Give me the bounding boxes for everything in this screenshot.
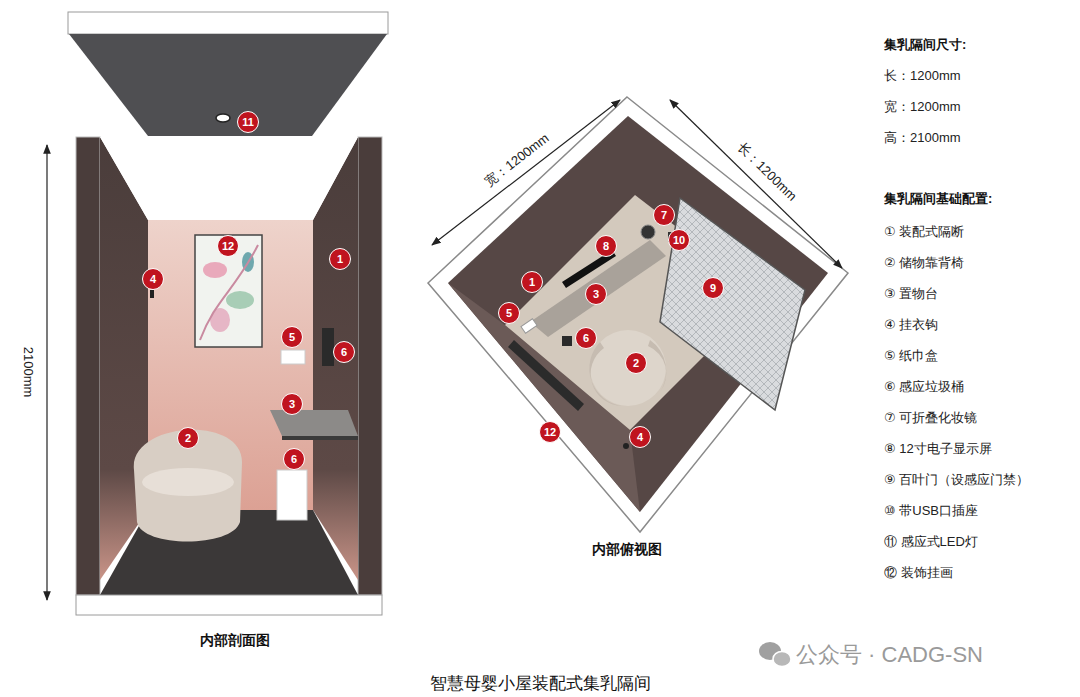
callout-number: 2: [625, 352, 647, 374]
view-title: 内部剖面图: [200, 632, 270, 650]
callout-number: 4: [629, 426, 651, 448]
config-item: ⑨ 百叶门（设感应门禁）: [884, 471, 1029, 489]
callout-number: 7: [653, 204, 675, 226]
config-item: ⑦ 可折叠化妆镜: [884, 409, 977, 427]
callout-number: 6: [575, 327, 597, 349]
callout-number: 6: [283, 448, 305, 470]
callout-number: 8: [595, 235, 617, 257]
callout-number: 5: [281, 326, 303, 348]
view-title: 内部俯视图: [592, 541, 662, 559]
config-item: ④ 挂衣钩: [884, 316, 938, 334]
spec-heading: 集乳隔间基础配置:: [884, 190, 992, 208]
callout-number: 1: [329, 248, 351, 270]
config-item: ⑫ 装饰挂画: [884, 564, 953, 582]
config-item: ② 储物靠背椅: [884, 254, 964, 272]
callout-number: 4: [142, 268, 164, 290]
config-item: ③ 置物台: [884, 285, 938, 303]
config-item: ⑧ 12寸电子显示屏: [884, 440, 992, 458]
callout-number: 12: [539, 421, 561, 443]
callout-number: 9: [702, 277, 724, 299]
config-item: ⑥ 感应垃圾桶: [884, 378, 964, 396]
callout-number: 10: [668, 229, 690, 251]
callout-number: 6: [333, 341, 355, 363]
dimension-label: 2100mm: [21, 344, 36, 401]
config-item: ⑤ 纸巾盒: [884, 347, 938, 365]
callout-number: 12: [217, 235, 239, 257]
spec-item: 高：2100mm: [884, 129, 961, 147]
callout-number: 1: [521, 271, 543, 293]
config-item: ① 装配式隔断: [884, 223, 964, 241]
config-item: ⑪ 感应式LED灯: [884, 533, 978, 551]
spec-heading: 集乳隔间尺寸:: [884, 36, 966, 54]
spec-item: 宽：1200mm: [884, 98, 961, 116]
callout-number: 2: [177, 427, 199, 449]
callout-number: 5: [498, 302, 520, 324]
callout-number: 11: [237, 111, 259, 133]
caption: 智慧母婴小屋装配式集乳隔间: [430, 672, 651, 695]
callout-number: 3: [585, 283, 607, 305]
spec-item: 长：1200mm: [884, 67, 961, 85]
callout-number: 3: [281, 393, 303, 415]
config-item: ⑩ 带USB口插座: [884, 502, 978, 520]
watermark: 公众号 · CADG-SN: [796, 640, 983, 670]
